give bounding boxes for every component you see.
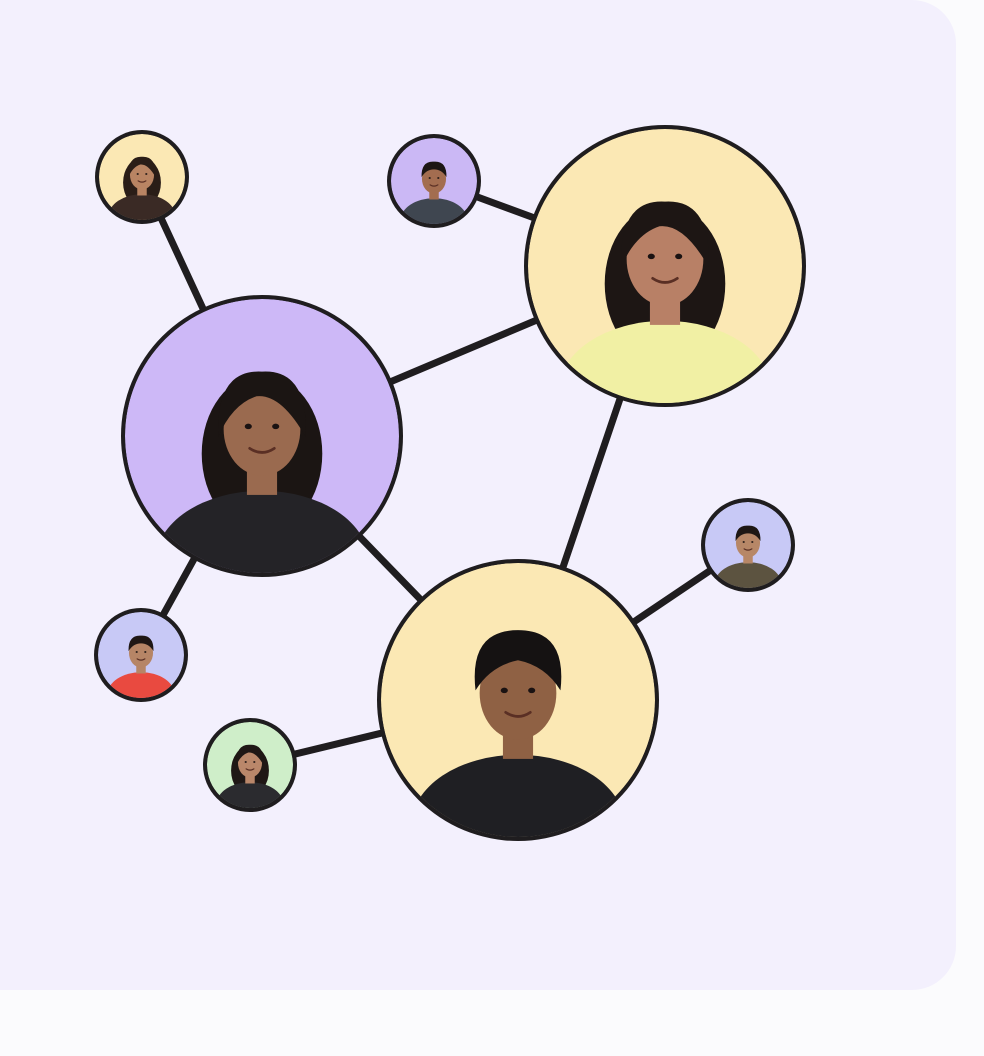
person-avatar: [203, 718, 297, 812]
face-shape: [128, 638, 154, 668]
face-shape: [129, 160, 155, 190]
hair-shape: [218, 371, 306, 438]
eye-shape: [742, 541, 745, 543]
person-avatar: [95, 130, 189, 224]
eye-shape: [500, 687, 508, 694]
mouth-shape: [504, 710, 532, 718]
face-shape: [626, 212, 704, 306]
eye-shape: [144, 651, 147, 653]
mouth-shape: [245, 768, 255, 771]
neck-shape: [245, 774, 255, 784]
shirt-shape: [107, 672, 175, 698]
neck-shape: [137, 186, 147, 196]
neck-shape: [136, 664, 146, 674]
face-shape: [421, 164, 447, 194]
mouth-shape: [429, 184, 439, 187]
mouth-shape: [136, 658, 146, 661]
eye-shape: [528, 687, 536, 694]
eye-shape: [675, 253, 683, 260]
mouth-shape: [137, 180, 147, 183]
eye-shape: [647, 253, 655, 260]
eye-shape: [437, 177, 440, 179]
person-avatar: [377, 559, 659, 841]
people-network-diagram: [94, 125, 806, 841]
network-card: [0, 0, 956, 990]
shirt-shape: [411, 754, 625, 837]
person-avatar: [701, 498, 795, 592]
eye-shape: [145, 173, 148, 175]
shirt-shape: [714, 562, 782, 588]
eye-shape: [244, 761, 247, 763]
face-shape: [237, 748, 263, 778]
mouth-shape: [248, 446, 276, 454]
eye-shape: [272, 423, 280, 430]
face-shape: [479, 646, 557, 740]
shirt-shape: [108, 194, 176, 220]
person-avatar: [524, 125, 806, 407]
hair-shape: [421, 161, 447, 178]
shirt-shape: [155, 490, 369, 573]
mouth-shape: [743, 548, 753, 551]
eye-shape: [428, 177, 431, 179]
mouth-shape: [651, 276, 679, 284]
hair-shape: [128, 635, 154, 652]
shirt-shape: [558, 320, 772, 403]
hair-shape: [474, 630, 562, 691]
hair-shape: [128, 156, 156, 178]
hair-shape: [621, 201, 709, 268]
eye-shape: [135, 651, 138, 653]
hair-shape: [735, 525, 761, 542]
person-avatar: [94, 608, 188, 702]
eye-shape: [751, 541, 754, 543]
neck-shape: [429, 190, 439, 200]
shirt-shape: [216, 782, 284, 808]
face-shape: [735, 528, 761, 558]
face-shape: [223, 382, 301, 476]
neck-shape: [743, 554, 753, 564]
person-avatar: [387, 134, 481, 228]
eye-shape: [244, 423, 252, 430]
hair-shape: [236, 744, 264, 766]
eye-shape: [253, 761, 256, 763]
network-nodes: [94, 125, 806, 841]
person-avatar: [121, 295, 403, 577]
eye-shape: [136, 173, 139, 175]
shirt-shape: [400, 198, 468, 224]
